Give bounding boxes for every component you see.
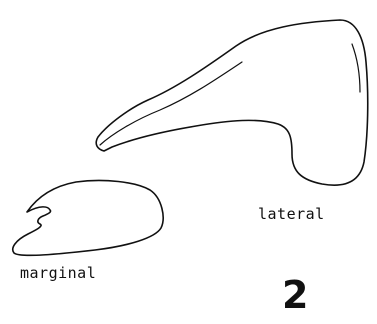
marginal-label: marginal xyxy=(20,264,96,282)
figure-number: 2 xyxy=(282,276,308,314)
lateral-tooth-inner-line xyxy=(100,62,242,145)
marginal-tooth-outline xyxy=(13,180,163,255)
lateral-label: lateral xyxy=(258,205,325,223)
lateral-tooth-edge-line xyxy=(352,44,360,92)
lateral-tooth-outline xyxy=(96,20,368,185)
